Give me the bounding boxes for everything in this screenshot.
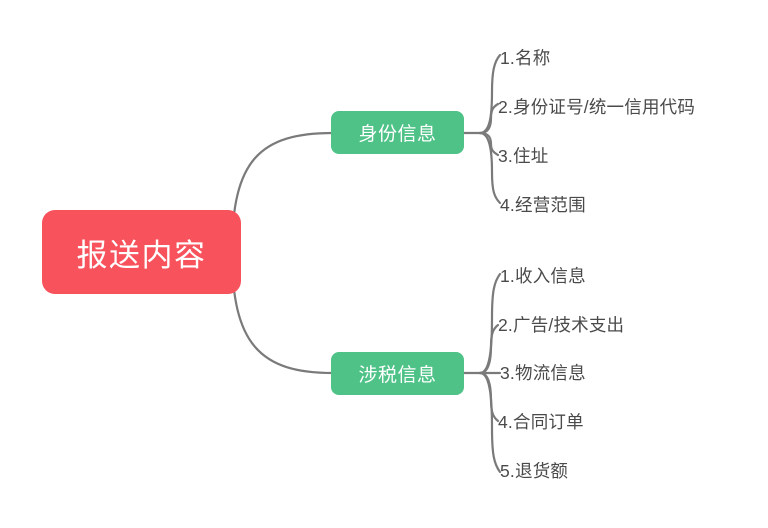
branch-node-identity[interactable]: 身份信息 [331,111,464,154]
connector-branch-0-leaf-1 [478,102,500,135]
connector-branch-0-leaf-2 [478,131,500,157]
connector-branch-0-leaf-3 [478,131,502,205]
leaf-identity-2: 2.身份证号/统一信用代码 [498,97,696,117]
connector-root-to-branch-1 [230,250,335,375]
connector-branch-0-leaf-0 [478,53,502,135]
root-node[interactable]: 报送内容 [42,210,241,294]
connector-root-to-branch-0 [230,131,335,254]
leaf-identity-1: 1.名称 [500,48,551,68]
leaf-tax-3: 3.物流信息 [500,363,586,383]
connector-branch-1-leaf-1 [478,323,500,375]
branch-node-tax[interactable]: 涉税信息 [331,352,464,395]
connector-branch-1-leaf-3 [478,371,500,423]
connector-branch-1-leaf-4 [478,371,502,474]
branch-node-identity-label: 身份信息 [358,124,437,145]
leaf-tax-2: 2.广告/技术支出 [498,315,625,335]
leaf-identity-4: 4.经营范围 [500,195,586,215]
leaf-tax-4: 4.合同订单 [498,412,584,432]
leaf-tax-1: 1.收入信息 [500,266,586,286]
leaf-identity-3: 3.住址 [498,146,549,166]
branch-node-tax-label: 涉税信息 [358,365,437,386]
leaf-tax-5: 5.退货额 [500,461,569,481]
root-node-label: 报送内容 [76,237,207,273]
